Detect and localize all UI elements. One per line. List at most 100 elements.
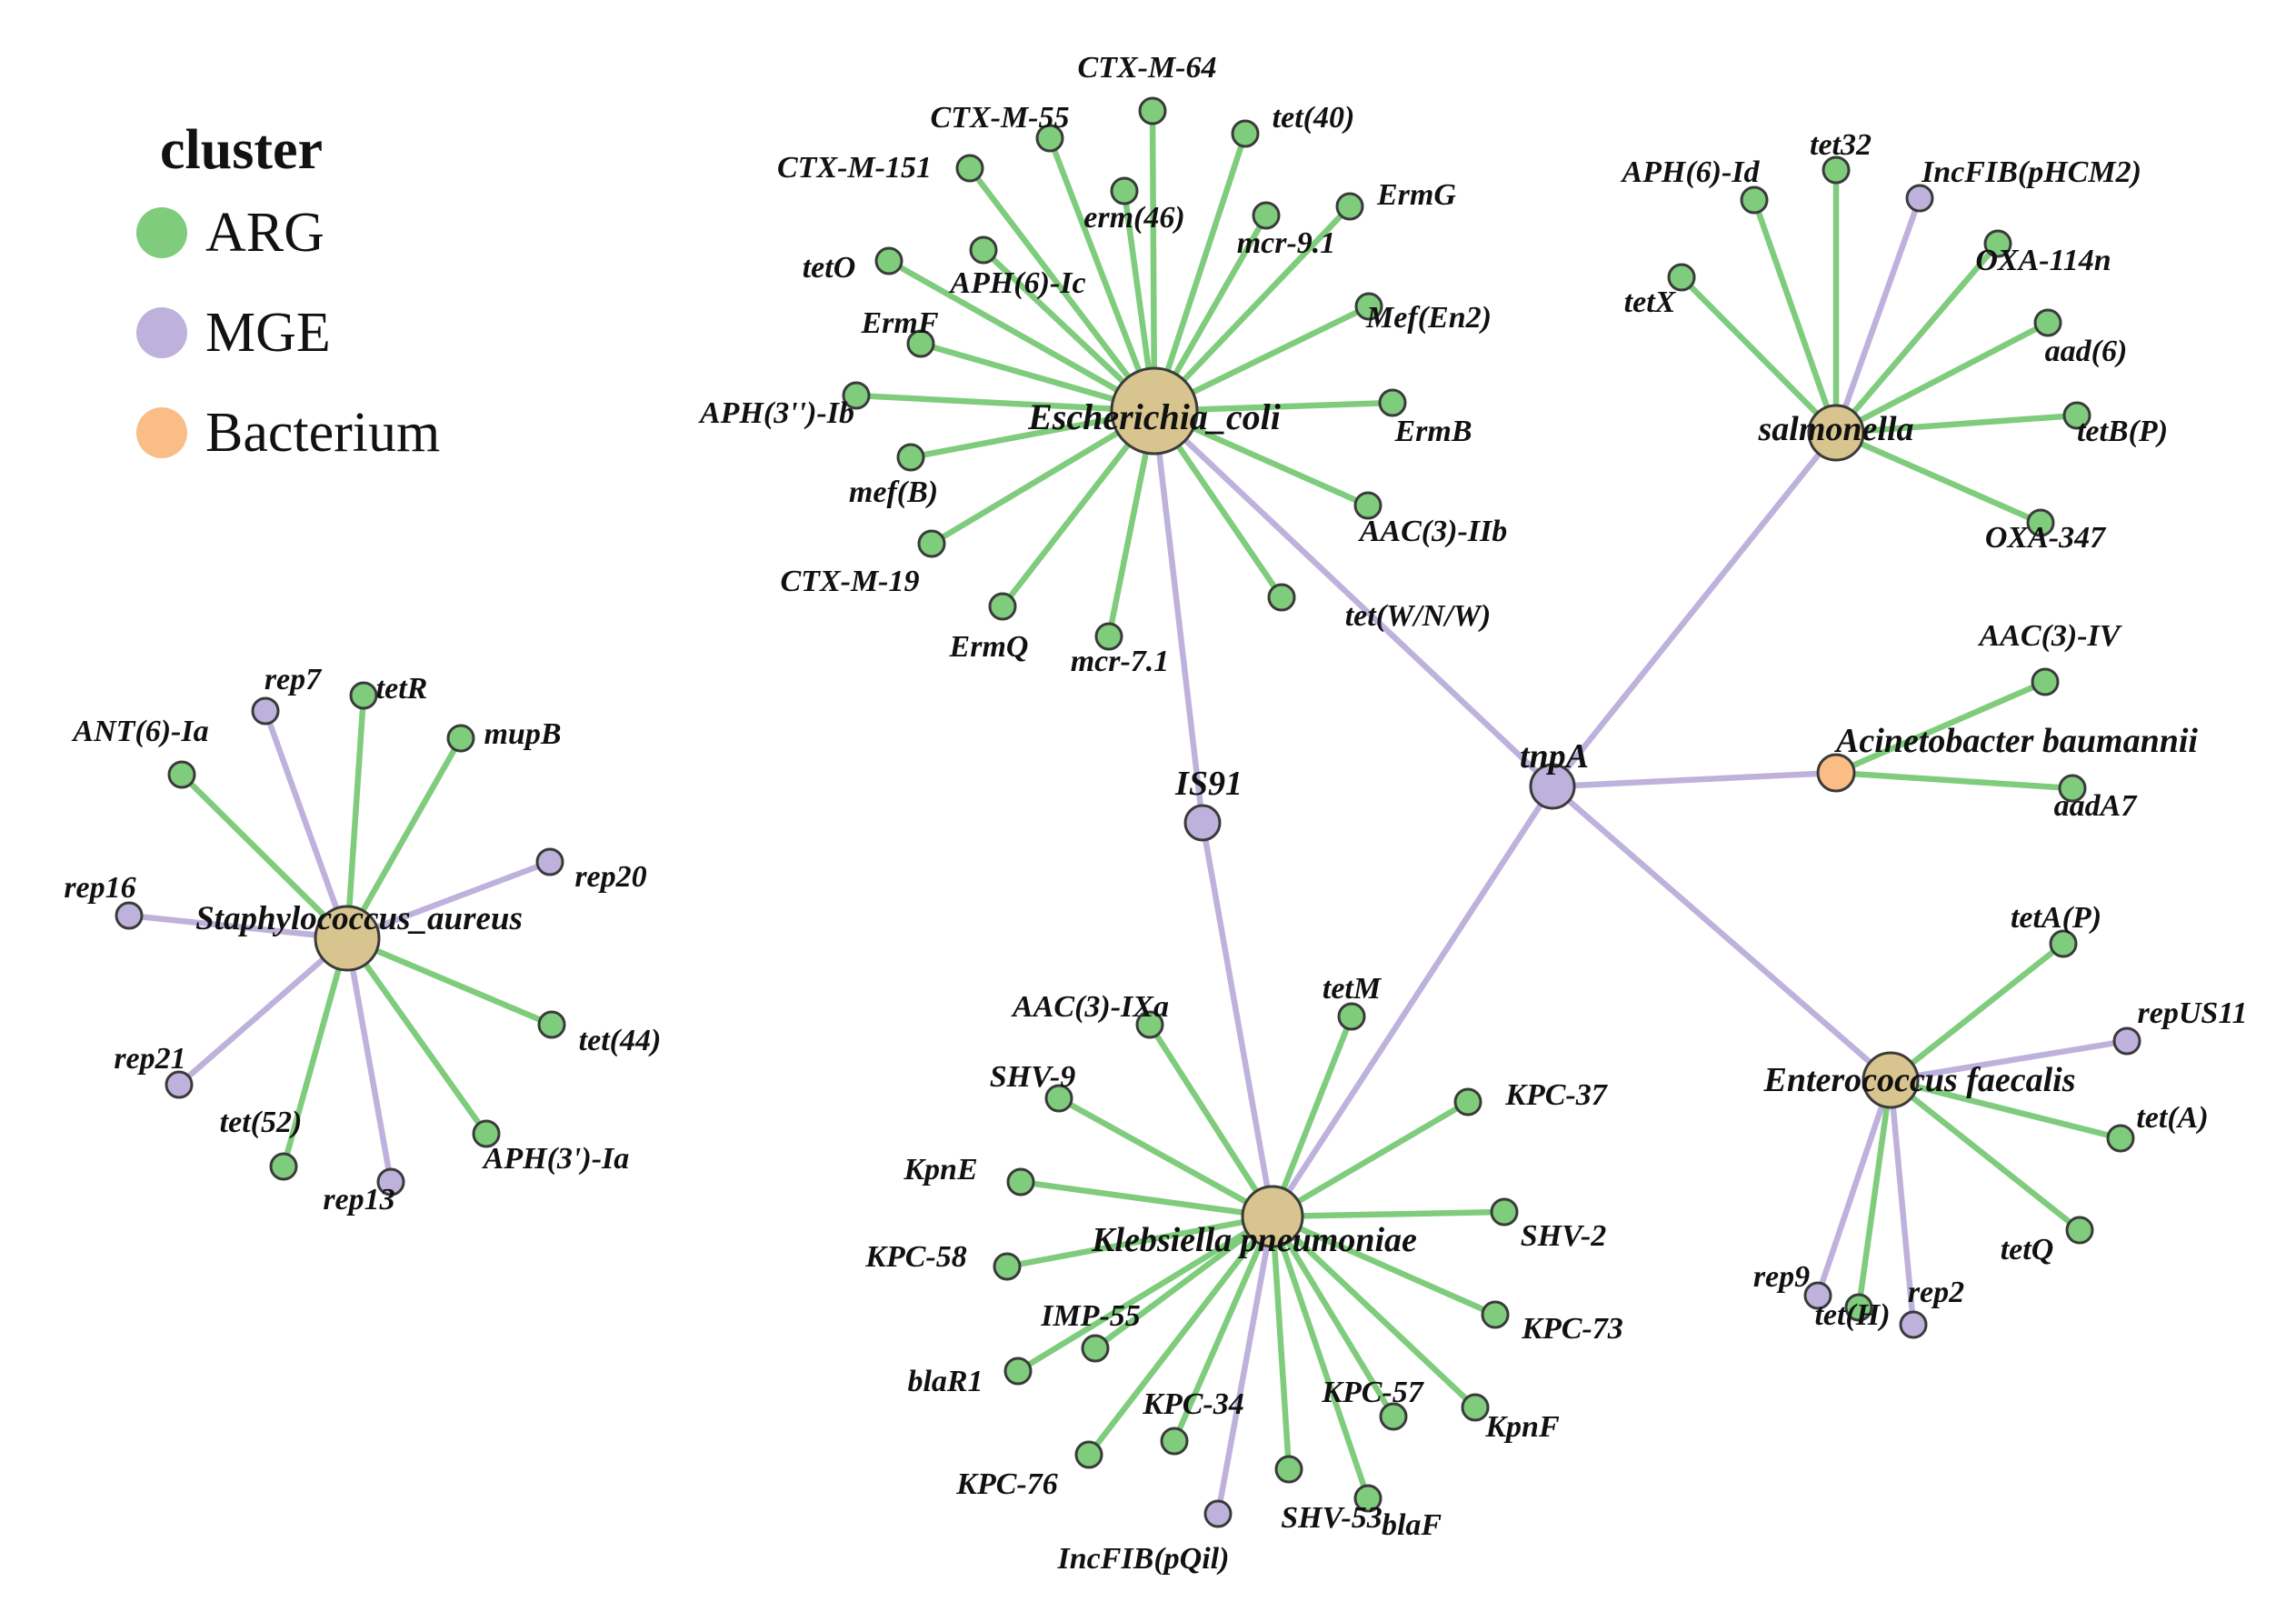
leaf-node-3[interactable] <box>955 154 984 183</box>
leaf-node-47[interactable] <box>1379 1402 1408 1431</box>
leaf-label-1: CTX-M-55 <box>931 101 1070 135</box>
legend-label-mge: MGE <box>205 301 331 364</box>
leaf-node-12[interactable] <box>1378 388 1407 417</box>
leaf-label-17: ErmQ <box>949 630 1029 664</box>
leaf-node-13[interactable] <box>896 443 925 472</box>
leaf-label-51: blaF <box>1382 1508 1442 1542</box>
leaf-node-15[interactable] <box>917 529 946 558</box>
leaf-node-46[interactable] <box>1160 1427 1189 1456</box>
leaf-node-60[interactable] <box>165 1070 194 1099</box>
leaf-node-7[interactable] <box>874 246 903 275</box>
leaf-node-9[interactable] <box>906 329 935 358</box>
hub-node-is91[interactable] <box>1183 804 1222 842</box>
leaf-node-0[interactable] <box>1138 96 1167 125</box>
leaf-node-22[interactable] <box>1983 229 2012 258</box>
leaf-node-18[interactable] <box>1094 622 1123 651</box>
leaf-node-44[interactable] <box>1081 1334 1110 1363</box>
leaf-label-33: rep9 <box>1753 1260 1810 1294</box>
leaf-node-59[interactable] <box>537 1010 566 1039</box>
leaf-node-50[interactable] <box>1274 1455 1303 1484</box>
leaf-node-39[interactable] <box>1453 1087 1482 1116</box>
leaf-node-20[interactable] <box>1822 155 1851 185</box>
leaf-node-31[interactable] <box>2106 1124 2135 1153</box>
leaf-label-59: tet(44) <box>579 1024 662 1057</box>
hub-node-tnpA[interactable] <box>1529 763 1576 810</box>
leaf-node-62[interactable] <box>472 1119 501 1148</box>
hub-label-ecoli: Escherichia_coli <box>1027 396 1281 437</box>
leaf-node-35[interactable] <box>1899 1310 1928 1339</box>
leaf-node-17[interactable] <box>988 592 1017 621</box>
leaf-node-29[interactable] <box>2049 929 2078 958</box>
leaf-node-43[interactable] <box>1481 1300 1510 1329</box>
link-edge-4 <box>1549 429 1840 790</box>
leaf-node-56[interactable] <box>446 724 475 753</box>
hub-node-salm[interactable] <box>1807 404 1865 462</box>
leaf-label-5: mcr-9.1 <box>1237 226 1336 260</box>
leaf-node-53[interactable] <box>251 696 280 726</box>
leaf-node-63[interactable] <box>376 1167 405 1196</box>
legend-item-bacterium: Bacterium <box>136 383 440 483</box>
leaf-node-40[interactable] <box>1006 1167 1035 1196</box>
legend-dot-mge <box>136 307 187 358</box>
leaf-node-19[interactable] <box>1740 185 1769 215</box>
hub-node-ecoli[interactable] <box>1110 366 1199 456</box>
leaf-node-11[interactable] <box>842 381 871 410</box>
leaf-node-6[interactable] <box>1335 192 1364 221</box>
leaf-node-52[interactable] <box>1203 1499 1233 1528</box>
leaf-label-48: KpnF <box>1484 1410 1560 1444</box>
leaf-node-38[interactable] <box>1044 1084 1073 1113</box>
leaf-node-26[interactable] <box>2026 508 2055 537</box>
leaf-node-57[interactable] <box>535 847 564 876</box>
leaf-node-25[interactable] <box>2062 401 2091 430</box>
leaf-edge-21 <box>1832 195 1923 436</box>
leaf-node-16[interactable] <box>1267 583 1296 612</box>
leaf-node-37[interactable] <box>1337 1002 1366 1031</box>
leaf-node-21[interactable] <box>1905 184 1934 213</box>
leaf-label-58: rep16 <box>64 871 135 905</box>
leaf-node-34[interactable] <box>1844 1293 1873 1322</box>
leaf-node-5[interactable] <box>1252 201 1281 230</box>
hub-node-acin[interactable] <box>1816 753 1856 793</box>
leaf-node-41[interactable] <box>1490 1197 1519 1227</box>
leaf-node-33[interactable] <box>1803 1281 1832 1310</box>
leaf-label-16: tet(W/N/W) <box>1345 599 1492 633</box>
hub-node-kleb[interactable] <box>1241 1185 1304 1248</box>
leaf-node-58[interactable] <box>115 901 144 930</box>
leaf-node-61[interactable] <box>269 1152 298 1181</box>
leaf-node-32[interactable] <box>2065 1216 2094 1245</box>
leaf-node-42[interactable] <box>993 1252 1022 1281</box>
link-edge-6 <box>1549 783 1894 1084</box>
leaf-edge-54 <box>344 692 367 942</box>
leaf-node-55[interactable] <box>167 760 196 789</box>
leaf-edge-27 <box>1832 678 2049 776</box>
hub-node-ent[interactable] <box>1862 1051 1920 1109</box>
leaf-node-30[interactable] <box>2112 1026 2141 1056</box>
leaf-node-28[interactable] <box>2058 774 2087 803</box>
leaf-edge-47 <box>1269 1213 1397 1420</box>
leaf-node-14[interactable] <box>1353 491 1383 520</box>
leaf-node-54[interactable] <box>349 681 378 710</box>
leaf-node-49[interactable] <box>1074 1440 1103 1469</box>
leaf-node-45[interactable] <box>1003 1357 1033 1386</box>
leaf-node-8[interactable] <box>969 235 998 265</box>
leaf-edge-61 <box>280 935 351 1170</box>
leaf-node-1[interactable] <box>1035 124 1064 153</box>
leaf-node-48[interactable] <box>1461 1393 1490 1422</box>
leaf-node-36[interactable] <box>1135 1010 1164 1039</box>
leaf-node-10[interactable] <box>1354 292 1383 321</box>
leaf-label-32: tetQ <box>2001 1233 2054 1267</box>
leaf-label-29: tetA(P) <box>2011 901 2101 935</box>
leaf-label-21: IncFIB(pHCM2) <box>1921 155 2141 189</box>
leaf-edge-48 <box>1269 1213 1479 1411</box>
leaf-node-27[interactable] <box>2031 667 2060 696</box>
leaf-node-51[interactable] <box>1353 1484 1383 1513</box>
leaf-label-42: KPC-58 <box>864 1240 966 1274</box>
leaf-node-4[interactable] <box>1110 176 1139 205</box>
hub-node-staph[interactable] <box>314 905 381 972</box>
leaf-node-23[interactable] <box>1667 263 1696 292</box>
leaf-node-24[interactable] <box>2033 308 2062 337</box>
leaf-node-2[interactable] <box>1231 119 1260 148</box>
leaf-label-31: tet(A) <box>2136 1101 2208 1135</box>
leaf-label-3: CTX-M-151 <box>777 151 932 185</box>
leaf-label-52: IncFIB(pQil) <box>1057 1542 1230 1576</box>
